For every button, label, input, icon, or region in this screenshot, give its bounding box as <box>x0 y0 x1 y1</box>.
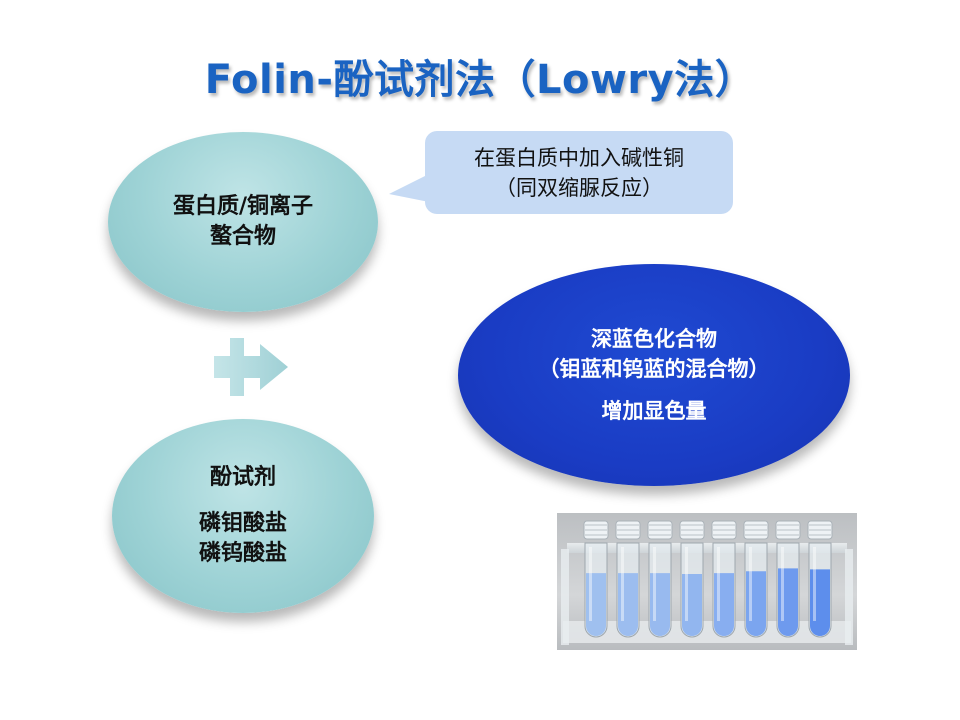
test-tube <box>647 520 673 638</box>
speech-callout-tail <box>389 174 429 202</box>
ellipse-bottom-line3: 磷钨酸盐 <box>198 541 287 566</box>
ellipse-bottom-line1: 酚试剂 <box>209 465 276 490</box>
tube-liquid <box>618 573 638 636</box>
tube-liquid <box>714 573 734 636</box>
ellipse-blue-line3: 增加显色量 <box>601 399 707 423</box>
ellipse-top-line2: 螯合物 <box>209 224 276 249</box>
test-tube <box>583 520 609 638</box>
tube-liquid <box>778 568 798 636</box>
ellipse-bottom-line2: 磷钼酸盐 <box>198 511 287 536</box>
ellipse-phenol-reagent: 酚试剂 磷钼酸盐 磷钨酸盐 <box>112 419 374 613</box>
test-tube <box>775 520 801 638</box>
callout-line2: （同双缩脲反应） <box>495 175 663 200</box>
tube-liquid <box>682 574 702 636</box>
ellipse-protein-copper-chelate: 蛋白质/铜离子 螯合物 <box>108 132 378 312</box>
test-tube <box>711 520 737 638</box>
ellipse-blue-line1: 深蓝色化合物 <box>591 327 717 351</box>
plus-arrow-icon <box>214 338 288 396</box>
callout-alkaline-copper: 在蛋白质中加入碱性铜 （同双缩脲反应） <box>425 131 733 214</box>
ellipse-deep-blue-compound: 深蓝色化合物 （钼蓝和钨蓝的混合物） 增加显色量 <box>458 264 850 486</box>
test-tubes-photo <box>557 513 857 650</box>
test-tube <box>743 520 769 638</box>
tube-liquid <box>810 569 830 636</box>
tube-liquid <box>650 573 670 636</box>
tube-liquid <box>586 573 606 636</box>
test-tube <box>807 520 833 638</box>
test-tube <box>615 520 641 638</box>
ellipse-blue-line2: （钼蓝和钨蓝的混合物） <box>538 357 770 381</box>
callout-line1: 在蛋白质中加入碱性铜 <box>474 145 684 170</box>
tube-liquid <box>746 571 766 636</box>
test-tube <box>679 520 705 638</box>
slide-title: Folin-酚试剂法（Lowry法） <box>204 57 756 103</box>
ellipse-top-line1: 蛋白质/铜离子 <box>172 194 314 219</box>
